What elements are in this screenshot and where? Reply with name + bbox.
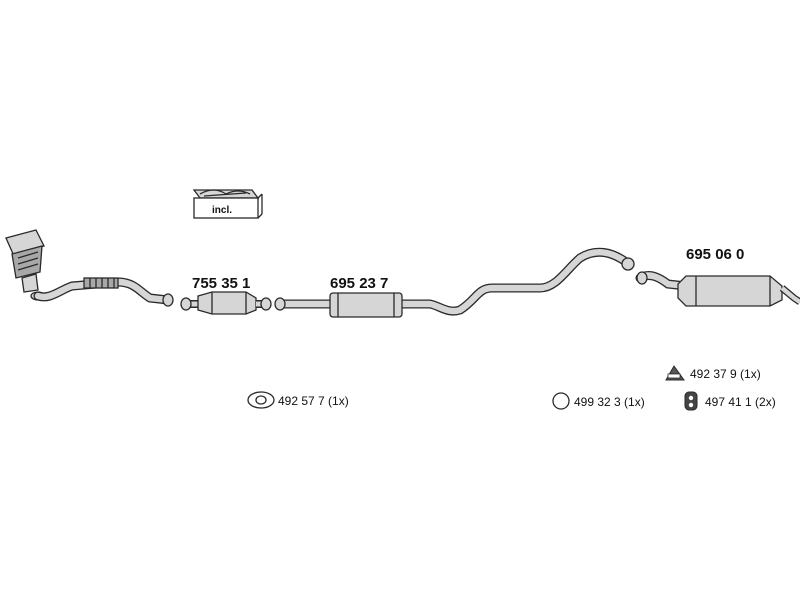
hanger-label: 497 41 1 (2x) (705, 395, 776, 409)
clamp-kit-icon: incl. (192, 189, 263, 219)
rubber-mount-icon (665, 365, 685, 381)
rear-silencer: 695 06 0 (635, 246, 800, 307)
ring-item: 499 32 3 (1x) (552, 392, 645, 410)
catalytic-converter-label: 755 35 1 (192, 275, 250, 292)
manifold-catalyst (5, 229, 46, 301)
gasket-label: 492 57 7 (1x) (278, 394, 349, 408)
gasket-item: 492 57 7 (1x) (247, 391, 349, 409)
front-silencer-label: 695 23 7 (330, 275, 388, 292)
ring-label: 499 32 3 (1x) (574, 395, 645, 409)
rear-silencer-label: 695 06 0 (686, 246, 744, 263)
hanger-icon (684, 391, 698, 411)
hanger-item: 497 41 1 (2x) (684, 391, 776, 411)
incl-label: incl. (212, 205, 232, 216)
front-pipe (33, 277, 174, 307)
catalytic-converter: 755 35 1 (180, 275, 272, 315)
middle-pipe-assembly: 695 23 7 (274, 247, 635, 318)
rubber-mount-label: 492 37 9 (1x) (690, 367, 761, 381)
ring-icon (552, 392, 570, 410)
rubber-mount-item: 492 37 9 (1x) (665, 365, 761, 381)
gasket-icon (247, 391, 275, 409)
